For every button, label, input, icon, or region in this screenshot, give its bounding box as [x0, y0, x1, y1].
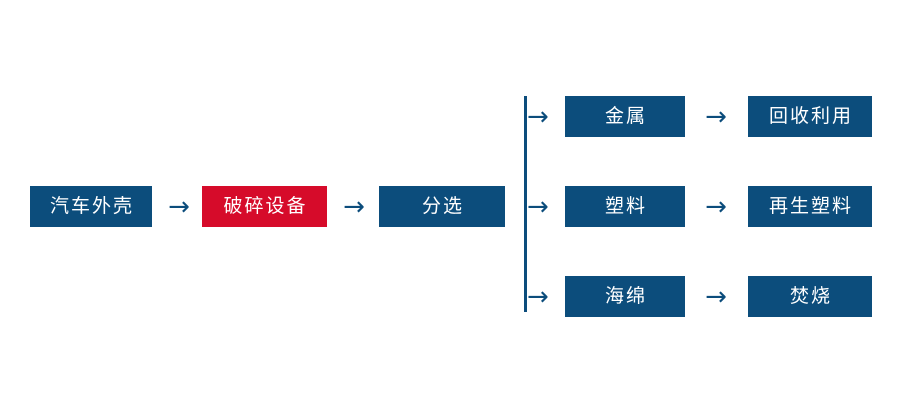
- node-shredding-equipment[interactable]: 破碎设备: [202, 186, 327, 227]
- node-outcome-recycling[interactable]: 回收利用: [748, 96, 872, 137]
- arrow-right-icon-metal-to-outcome: →: [705, 102, 727, 132]
- branch-connector-vertical-line: [524, 96, 527, 312]
- branch-arrow-right-icon-metal: →: [527, 102, 549, 132]
- node-outcome-recycled-plastic[interactable]: 再生塑料: [748, 186, 872, 227]
- arrow-right-icon-shredder-to-sorting: →: [343, 192, 365, 222]
- node-sorting[interactable]: 分选: [379, 186, 505, 227]
- branch-arrow-right-icon-sponge: →: [527, 282, 549, 312]
- node-material-sponge[interactable]: 海绵: [565, 276, 685, 317]
- node-material-metal[interactable]: 金属: [565, 96, 685, 137]
- branch-arrow-right-icon-plastic: →: [527, 192, 549, 222]
- arrow-right-icon-plastic-to-outcome: →: [705, 192, 727, 222]
- node-car-shell[interactable]: 汽车外壳: [30, 186, 152, 227]
- node-material-plastic[interactable]: 塑料: [565, 186, 685, 227]
- arrow-right-icon-shell-to-shredder: →: [168, 192, 190, 222]
- node-outcome-incineration[interactable]: 焚烧: [748, 276, 872, 317]
- arrow-right-icon-sponge-to-outcome: →: [705, 282, 727, 312]
